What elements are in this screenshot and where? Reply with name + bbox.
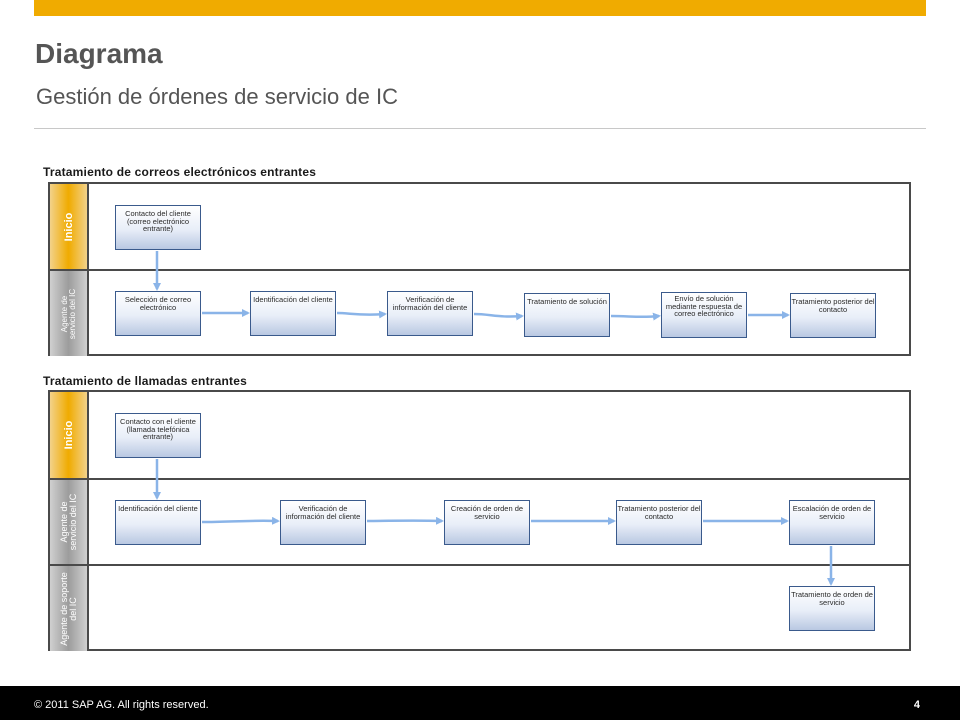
page-title: Diagrama	[35, 38, 163, 69]
footer-copyright: © 2011 SAP AG. All rights reserved.	[34, 699, 209, 711]
lane-label: Inicio	[62, 420, 75, 450]
process-box-label: Tratamiento de orden de servicio	[791, 590, 873, 607]
diagram2-lane-agente-servicio: Agente de servicio del IC	[50, 478, 909, 564]
process-box-label: Verificación de información del cliente	[392, 295, 468, 312]
page-subtitle: Gestión de órdenes de servicio de IC	[36, 84, 398, 109]
lane-header-agente-soporte: Agente de soporte del IC	[50, 566, 89, 651]
process-box-label: Identificación del cliente	[253, 295, 333, 304]
process-box: Creación de orden de servicio	[444, 500, 530, 545]
process-box-label: Tratamiento posterior del contacto	[791, 297, 875, 314]
process-box: Escalación de orden de servicio	[789, 500, 875, 545]
lane-label: Agente de servicio del IC	[58, 493, 78, 551]
process-box: Envío de solución mediante respuesta de …	[661, 292, 747, 338]
process-box: Identificación del cliente	[115, 500, 201, 545]
process-box-label: Creación de orden de servicio	[450, 504, 524, 521]
diagram2-lane-agente-soporte: Agente de soporte del IC	[50, 564, 909, 651]
process-box: Tratamiento de orden de servicio	[789, 586, 875, 631]
process-box-label: Tratamiento de solución	[527, 297, 607, 306]
process-box: Contacto del cliente (correo electrónico…	[115, 205, 201, 250]
process-box: Selección de correo electrónico	[115, 291, 201, 336]
lane-header-inicio: Inicio	[50, 184, 89, 269]
process-box-label: Tratamiento posterior del contacto	[617, 504, 701, 521]
title-divider	[34, 128, 926, 129]
process-box: Contacto con el cliente (llamada telefón…	[115, 413, 201, 458]
page-number: 4	[913, 699, 920, 711]
diagram2-lane-inicio: Inicio	[50, 392, 909, 478]
top-accent-bar	[34, 0, 926, 16]
process-box-label: Selección de correo electrónico	[124, 295, 192, 312]
lane-label: Agente de servicio del IC	[59, 288, 77, 339]
lane-header-inicio: Inicio	[50, 392, 89, 478]
lane-label: Inicio	[62, 212, 75, 241]
process-box-label: Identificación del cliente	[118, 504, 198, 513]
process-box-label: Contacto del cliente (correo electrónico…	[125, 209, 191, 233]
diagram1-lane-agente-servicio: Agente de servicio del IC	[50, 269, 909, 356]
process-box: Verificación de información del cliente	[280, 500, 366, 545]
process-box: Tratamiento de solución	[524, 293, 610, 337]
diagram2-title: Tratamiento de llamadas entrantes	[43, 374, 248, 388]
process-box-label: Contacto con el cliente (llamada telefón…	[120, 417, 196, 441]
process-box: Tratamiento posterior del contacto	[616, 500, 702, 545]
lane-header-agente-servicio: Agente de servicio del IC	[50, 271, 89, 356]
lane-header-agente-servicio: Agente de servicio del IC	[50, 480, 89, 564]
process-box-label: Escalación de orden de servicio	[792, 504, 872, 521]
lane-label: Agente de soporte del IC	[58, 571, 78, 646]
process-box: Tratamiento posterior del contacto	[790, 293, 876, 338]
process-box-label: Envío de solución mediante respuesta de …	[665, 294, 743, 318]
process-box-label: Verificación de información del cliente	[285, 504, 361, 521]
diagram1-title: Tratamiento de correos electrónicos entr…	[43, 165, 317, 179]
diagram1-lane-inicio: Inicio	[50, 184, 909, 269]
process-box: Identificación del cliente	[250, 291, 336, 336]
process-box: Verificación de información del cliente	[387, 291, 473, 336]
footer-bar: © 2011 SAP AG. All rights reserved. 4	[0, 686, 960, 720]
